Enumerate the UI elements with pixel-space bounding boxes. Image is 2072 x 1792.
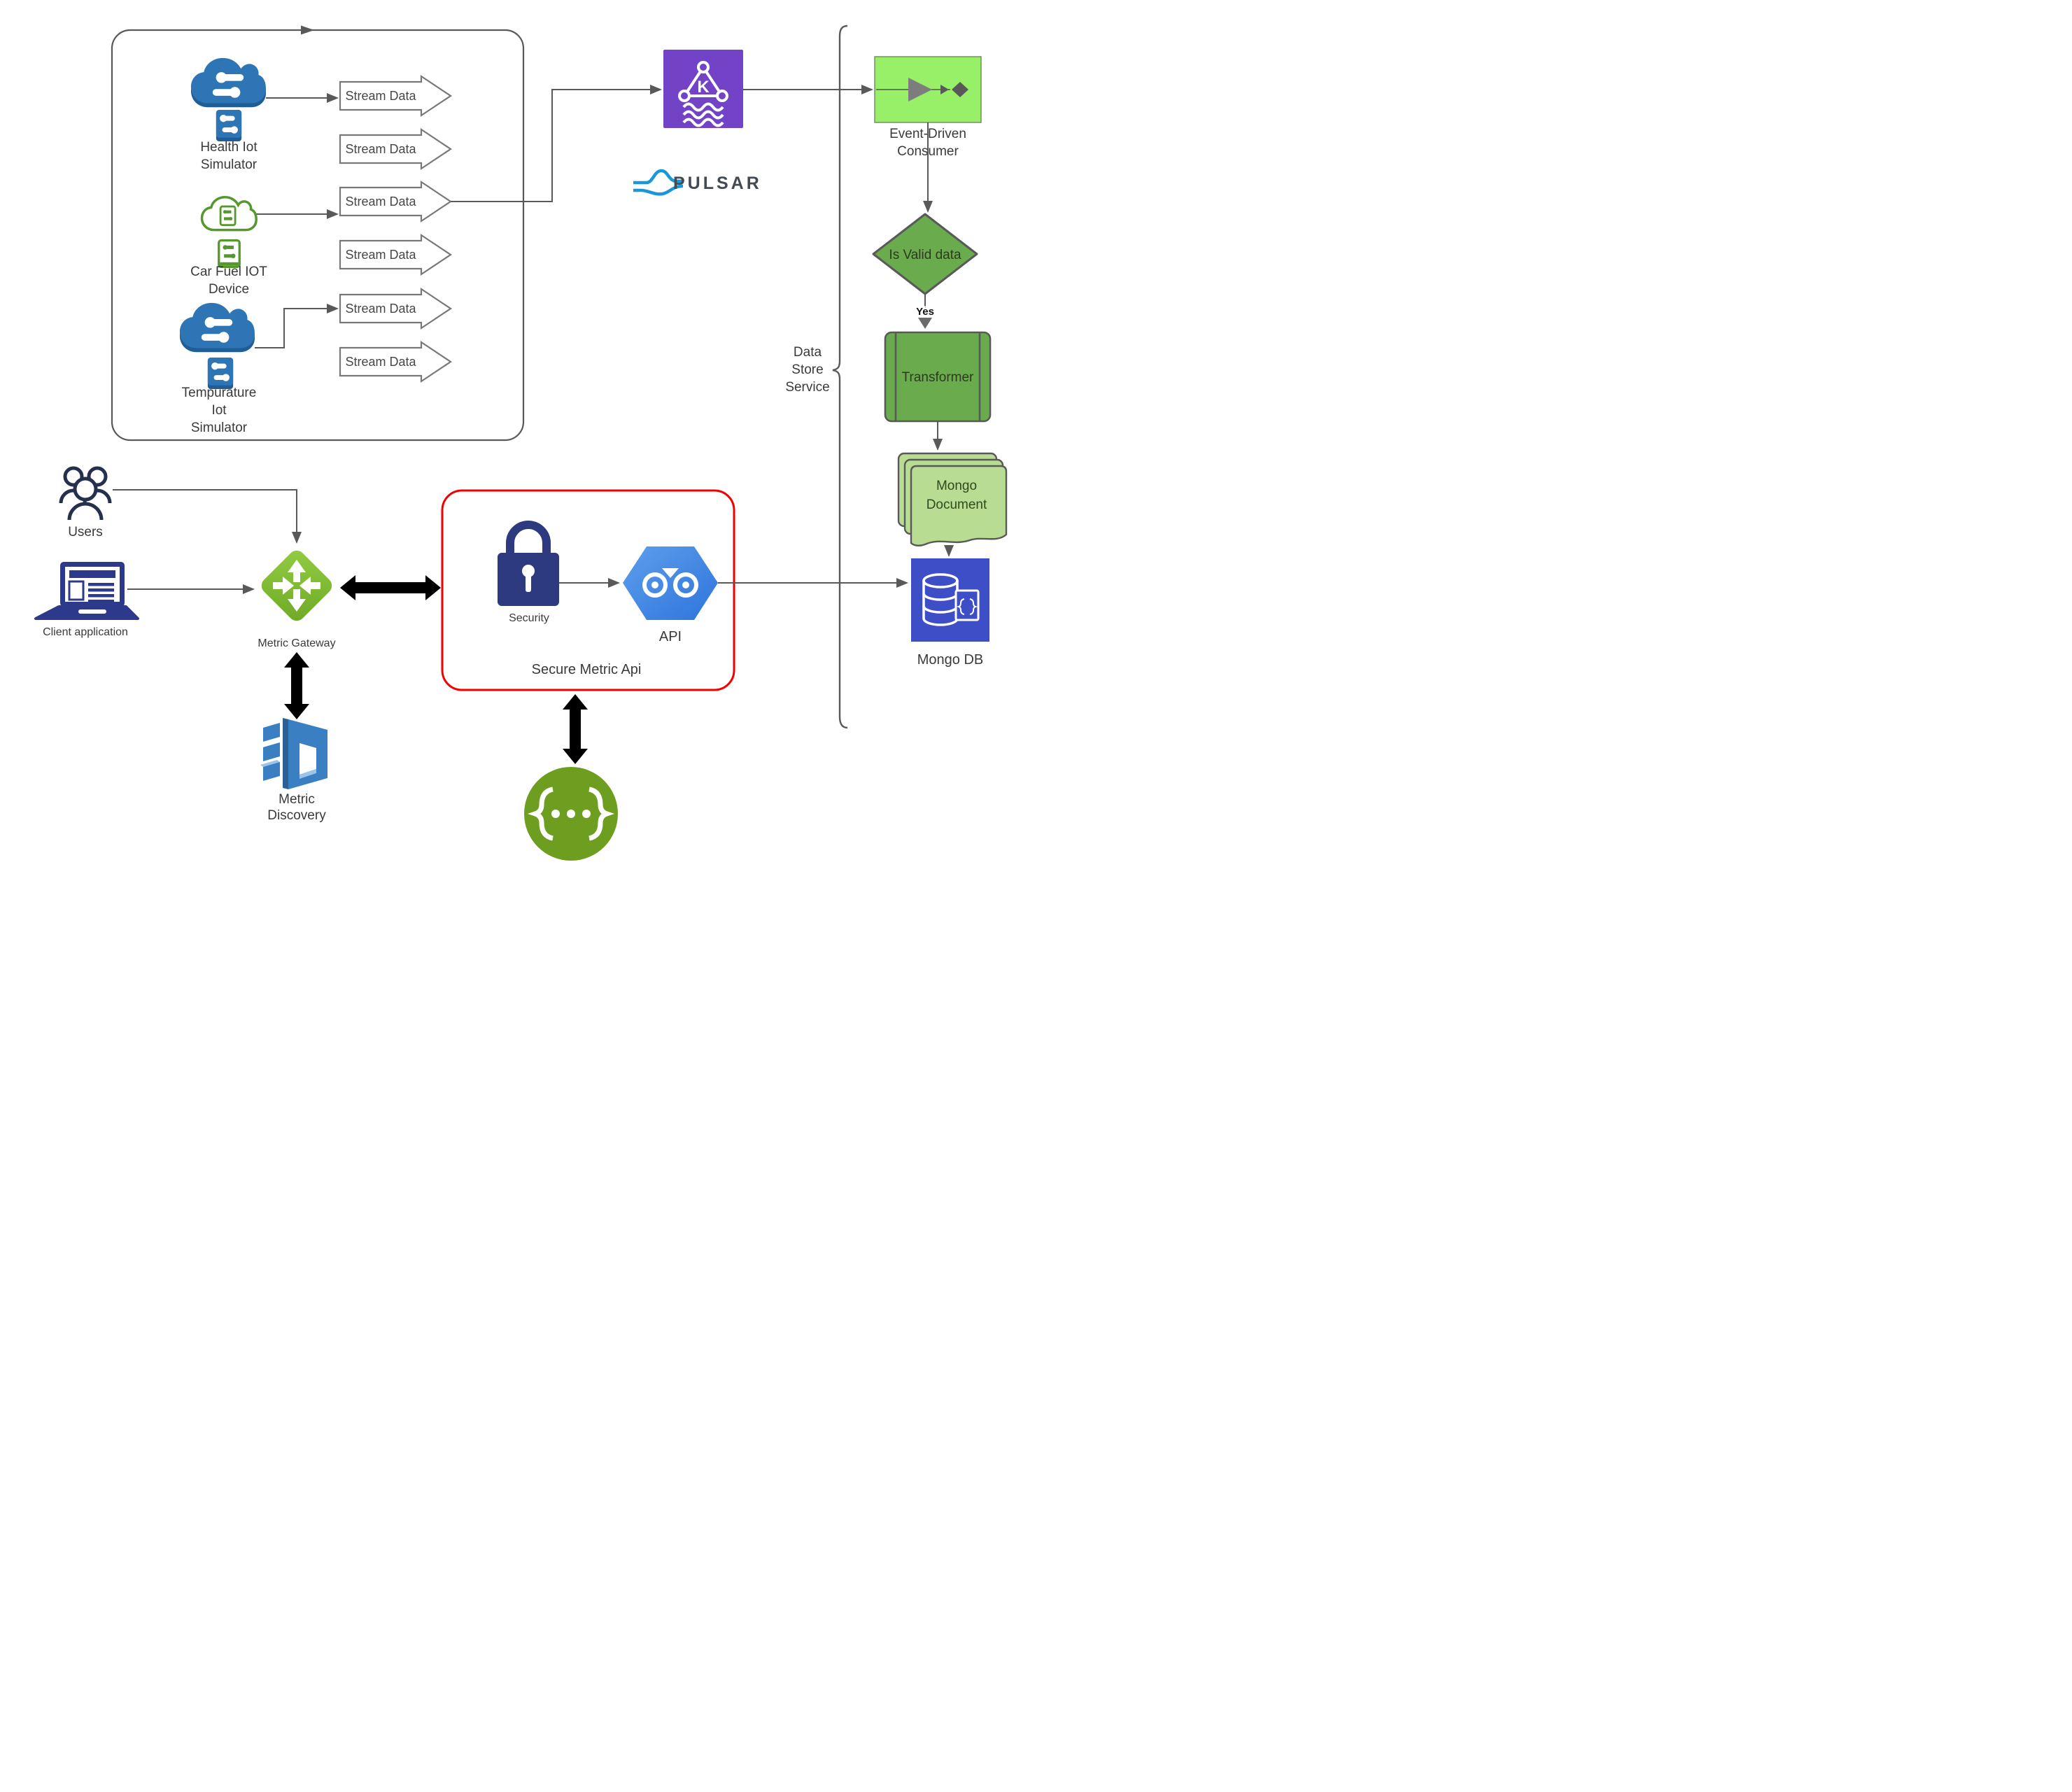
car-fuel-label-line2: Device <box>209 282 249 297</box>
temperature-label-line2: Iot <box>211 403 227 418</box>
secure-metric-api-group: Security API Secure Metric Api <box>441 489 735 691</box>
gateway-discovery-double-arrow <box>284 652 309 719</box>
stream-data-arrow-3: Stream Data <box>339 180 452 223</box>
decision-yes-label: Yes <box>916 306 934 318</box>
stream-data-arrow-5: Stream Data <box>339 287 452 330</box>
yes-branch: Yes <box>915 294 936 329</box>
pulsar-logo-icon <box>633 169 684 196</box>
connector-users-to-gateway <box>113 489 302 544</box>
secure-metric-api-title: Secure Metric Api <box>532 662 642 677</box>
car-fuel-label-line1: Car Fuel IOT <box>190 264 267 279</box>
data-store-label-line2: Store <box>791 362 823 377</box>
health-iot-cloud-icon <box>190 57 267 108</box>
client-application-node: Client application <box>34 562 139 638</box>
health-iot-simulator-node: Health Iot Simulator <box>190 57 267 172</box>
car-fuel-cloud-icon <box>200 195 258 232</box>
api-label: API <box>659 629 682 644</box>
mongo-document-node: Mongo Document <box>897 452 1008 546</box>
stream-data-label: Stream Data <box>345 89 416 103</box>
security-label: Security <box>509 612 549 624</box>
secureapi-swagger-double-arrow <box>563 694 588 764</box>
stream-data-arrow-2: Stream Data <box>339 127 452 171</box>
stream-data-label: Stream Data <box>345 355 416 369</box>
temperature-label-line3: Simulator <box>191 421 248 435</box>
users-label: Users <box>68 525 103 539</box>
yes-arrowhead <box>918 318 932 329</box>
api-node: API <box>623 546 718 644</box>
mongo-document-label-line1: Mongo <box>936 479 977 493</box>
iot-simulators-container <box>111 25 525 442</box>
transformer-node: Transformer <box>884 331 992 423</box>
metric-discovery-label-line2: Discovery <box>267 808 326 823</box>
health-iot-label-line1: Health Iot <box>200 140 258 155</box>
metric-discovery-node: Metric Discovery <box>260 718 327 823</box>
security-lock-icon <box>498 521 559 606</box>
connector-temperature-to-stream <box>255 304 339 348</box>
stream-data-label: Stream Data <box>345 195 416 209</box>
kafka-node: K <box>663 50 743 128</box>
kafka-letter: K <box>697 78 710 97</box>
stream-data-label: Stream Data <box>345 302 416 316</box>
transformer-label: Transformer <box>902 370 974 385</box>
swagger-node <box>524 767 618 861</box>
mongo-document-label-line2: Document <box>926 498 987 512</box>
client-application-label: Client application <box>43 626 128 638</box>
client-laptop-icon <box>34 562 139 620</box>
car-fuel-server-icon <box>218 239 241 268</box>
diagram-canvas: Health Iot Simulator Car Fuel IOT Device… <box>0 0 1036 896</box>
health-iot-server-icon <box>216 110 242 141</box>
decision-label: Is Valid data <box>889 248 961 262</box>
users-icon <box>59 466 112 521</box>
stream-data-arrow-6: Stream Data <box>339 340 452 383</box>
temperature-label-line1: Tempurature <box>182 386 257 400</box>
mongo-db-node: Mongo DB <box>911 558 989 668</box>
stream-data-label: Stream Data <box>345 142 416 156</box>
data-store-service-label: Data Store Service <box>785 345 829 395</box>
gateway-secureapi-double-arrow <box>340 575 441 600</box>
stream-data-arrow-4: Stream Data <box>339 233 452 276</box>
metric-gateway-icon <box>261 550 332 621</box>
mongo-db-label: Mongo DB <box>917 652 984 668</box>
stream-data-arrows: Stream Data Stream Data Stream Data Stre… <box>339 74 452 383</box>
car-fuel-iot-node: Car Fuel IOT Device <box>190 195 267 297</box>
metric-discovery-label-line1: Metric <box>279 792 315 807</box>
event-consumer-icon <box>876 78 968 101</box>
temperature-iot-server-icon <box>207 358 234 389</box>
pulsar-brand-text: PULSAR <box>673 174 762 193</box>
data-store-label-line1: Data <box>794 345 822 360</box>
temperature-iot-simulator-node: Tempurature Iot Simulator <box>179 302 257 435</box>
pulsar-logo: PULSAR <box>633 169 762 196</box>
temperature-iot-cloud-icon <box>179 302 255 353</box>
security-node: Security <box>498 521 559 624</box>
container-flow-arrowhead <box>301 25 314 35</box>
connector-stream-to-kafka <box>451 85 662 202</box>
data-store-label-line3: Service <box>785 380 829 395</box>
metric-gateway-label: Metric Gateway <box>258 637 335 649</box>
metric-gateway-node: Metric Gateway <box>258 550 336 649</box>
users-node: Users <box>59 466 112 539</box>
metric-discovery-icon <box>260 718 327 789</box>
stream-data-label: Stream Data <box>345 248 416 262</box>
stream-data-arrow-1: Stream Data <box>339 74 452 118</box>
data-store-service-brace <box>832 24 848 729</box>
is-valid-data-decision: Is Valid data <box>872 213 978 295</box>
health-iot-label-line2: Simulator <box>201 157 258 172</box>
api-hexagon-icon <box>623 546 718 620</box>
